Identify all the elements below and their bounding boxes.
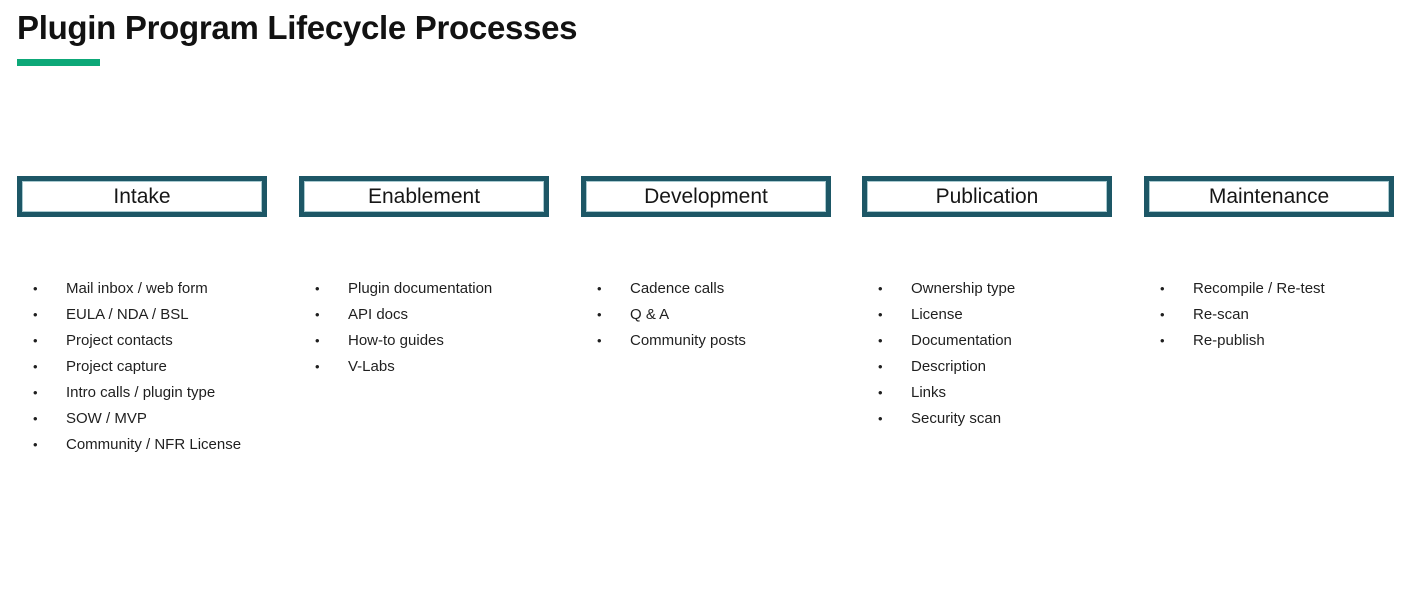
- stage-header-label: Publication: [935, 184, 1039, 208]
- list-item-label: Links: [911, 384, 947, 401]
- list-item: • Recompile / Re-test: [1144, 276, 1394, 302]
- bullet-icon: •: [33, 281, 38, 296]
- list-item-label: Project capture: [66, 358, 167, 375]
- list-item: • Links: [862, 380, 1112, 406]
- list-item: • EULA / NDA / BSL: [17, 302, 267, 328]
- list-item: • Mail inbox / web form: [17, 276, 267, 302]
- title-underline-accent: [17, 59, 100, 66]
- list-item: • Security scan: [862, 406, 1112, 432]
- stage-header-publication: Publication: [862, 176, 1112, 217]
- bullet-icon: •: [597, 281, 602, 296]
- list-item-label: Project contacts: [66, 332, 173, 349]
- list-item: • Intro calls / plugin type: [17, 380, 267, 406]
- list-item: • Project contacts: [17, 328, 267, 354]
- bullet-icon: •: [597, 333, 602, 348]
- list-item-label: License: [911, 306, 963, 323]
- stage-items-enablement: • Plugin documentation • API docs • How-to gu…: [299, 276, 549, 380]
- stage-header-label: Maintenance: [1208, 184, 1330, 208]
- bullet-icon: •: [315, 307, 320, 322]
- list-item-label: Intro calls / plugin type: [66, 384, 216, 401]
- list-item-label: EULA / NDA / BSL: [66, 306, 189, 323]
- list-item-label: How-to guides: [348, 332, 444, 349]
- bullet-icon: •: [33, 385, 38, 400]
- list-item-label: Cadence calls: [630, 280, 725, 297]
- bullet-icon: •: [878, 385, 883, 400]
- stage-items-publication: • Ownership type • License • Documentation • De…: [862, 276, 1112, 432]
- list-item: • V-Labs: [299, 354, 549, 380]
- list-item: • API docs: [299, 302, 549, 328]
- stage-header-label: Development: [644, 184, 768, 208]
- column-maintenance: Maintenance • Recompile / Re-test • Re-scan…: [1144, 176, 1394, 354]
- list-item-label: Security scan: [911, 410, 1002, 427]
- bullet-icon: •: [1160, 307, 1165, 322]
- list-item: • Community / NFR License: [17, 432, 267, 458]
- list-item-label: Community / NFR License: [66, 436, 242, 453]
- list-item-label: Plugin documentation: [348, 280, 493, 297]
- list-item-label: Documentation: [911, 332, 1012, 349]
- stage-header-intake: Intake: [17, 176, 267, 217]
- bullet-icon: •: [878, 333, 883, 348]
- stage-header-enablement: Enablement: [299, 176, 549, 217]
- bullet-icon: •: [33, 411, 38, 426]
- stage-header-maintenance: Maintenance: [1144, 176, 1394, 217]
- bullet-icon: •: [315, 333, 320, 348]
- list-item: • How-to guides: [299, 328, 549, 354]
- bullet-icon: •: [878, 411, 883, 426]
- list-item: • Plugin documentation: [299, 276, 549, 302]
- column-intake: Intake • Mail inbox / web form • EULA / NDA…: [17, 176, 267, 458]
- bullet-icon: •: [315, 359, 320, 374]
- bullet-icon: •: [878, 281, 883, 296]
- list-item: • Documentation: [862, 328, 1112, 354]
- column-development: Development • Cadence calls • Q & A • Communi…: [581, 176, 831, 354]
- list-item: • Community posts: [581, 328, 831, 354]
- list-item: • Re-scan: [1144, 302, 1394, 328]
- list-item: • Cadence calls: [581, 276, 831, 302]
- bullet-icon: •: [597, 307, 602, 322]
- bullet-icon: •: [878, 307, 883, 322]
- list-item: • Description: [862, 354, 1112, 380]
- list-item-label: SOW / MVP: [66, 410, 147, 427]
- column-enablement: Enablement • Plugin documentation • API doc…: [299, 176, 549, 380]
- bullet-icon: •: [33, 359, 38, 374]
- page-title: Plugin Program Lifecycle Processes: [17, 9, 578, 46]
- list-item-label: Re-publish: [1193, 332, 1265, 349]
- stage-items-intake: •Mail inbox / web form•EULA / NDA / BSL•…: [17, 276, 267, 458]
- stage-header-label: Enablement: [367, 184, 481, 208]
- list-item: • Project capture: [17, 354, 267, 380]
- bullet-icon: •: [1160, 333, 1165, 348]
- stage-header-development: Development: [581, 176, 831, 217]
- stage-items-maintenance: • Recompile / Re-test • Re-scan • Re-publish: [1144, 276, 1394, 354]
- list-item-label: Recompile / Re-test: [1193, 280, 1325, 297]
- list-item: • Q & A: [581, 302, 831, 328]
- list-item-label: Re-scan: [1193, 306, 1249, 323]
- list-item-label: V-Labs: [348, 358, 395, 375]
- column-publication: Publication • Ownership type • License • Docu…: [862, 176, 1112, 432]
- list-item-label: Mail inbox / web form: [66, 280, 208, 297]
- list-item: • License: [862, 302, 1112, 328]
- bullet-icon: •: [33, 307, 38, 322]
- list-item-label: Description: [911, 358, 987, 375]
- bullet-icon: •: [1160, 281, 1165, 296]
- list-item-label: Community posts: [630, 332, 746, 349]
- list-item: • Ownership type: [862, 276, 1112, 302]
- stage-header-label: Intake: [113, 184, 171, 208]
- list-item: • Re-publish: [1144, 328, 1394, 354]
- list-item: • SOW / MVP: [17, 406, 267, 432]
- bullet-icon: •: [878, 359, 883, 374]
- bullet-icon: •: [33, 333, 38, 348]
- stage-items-development: • Cadence calls • Q & A • Community posts: [581, 276, 831, 354]
- list-item-label: Ownership type: [911, 280, 1016, 297]
- bullet-icon: •: [33, 437, 38, 452]
- list-item-label: API docs: [348, 306, 409, 323]
- bullet-icon: •: [315, 281, 320, 296]
- list-item-label: Q & A: [630, 306, 670, 323]
